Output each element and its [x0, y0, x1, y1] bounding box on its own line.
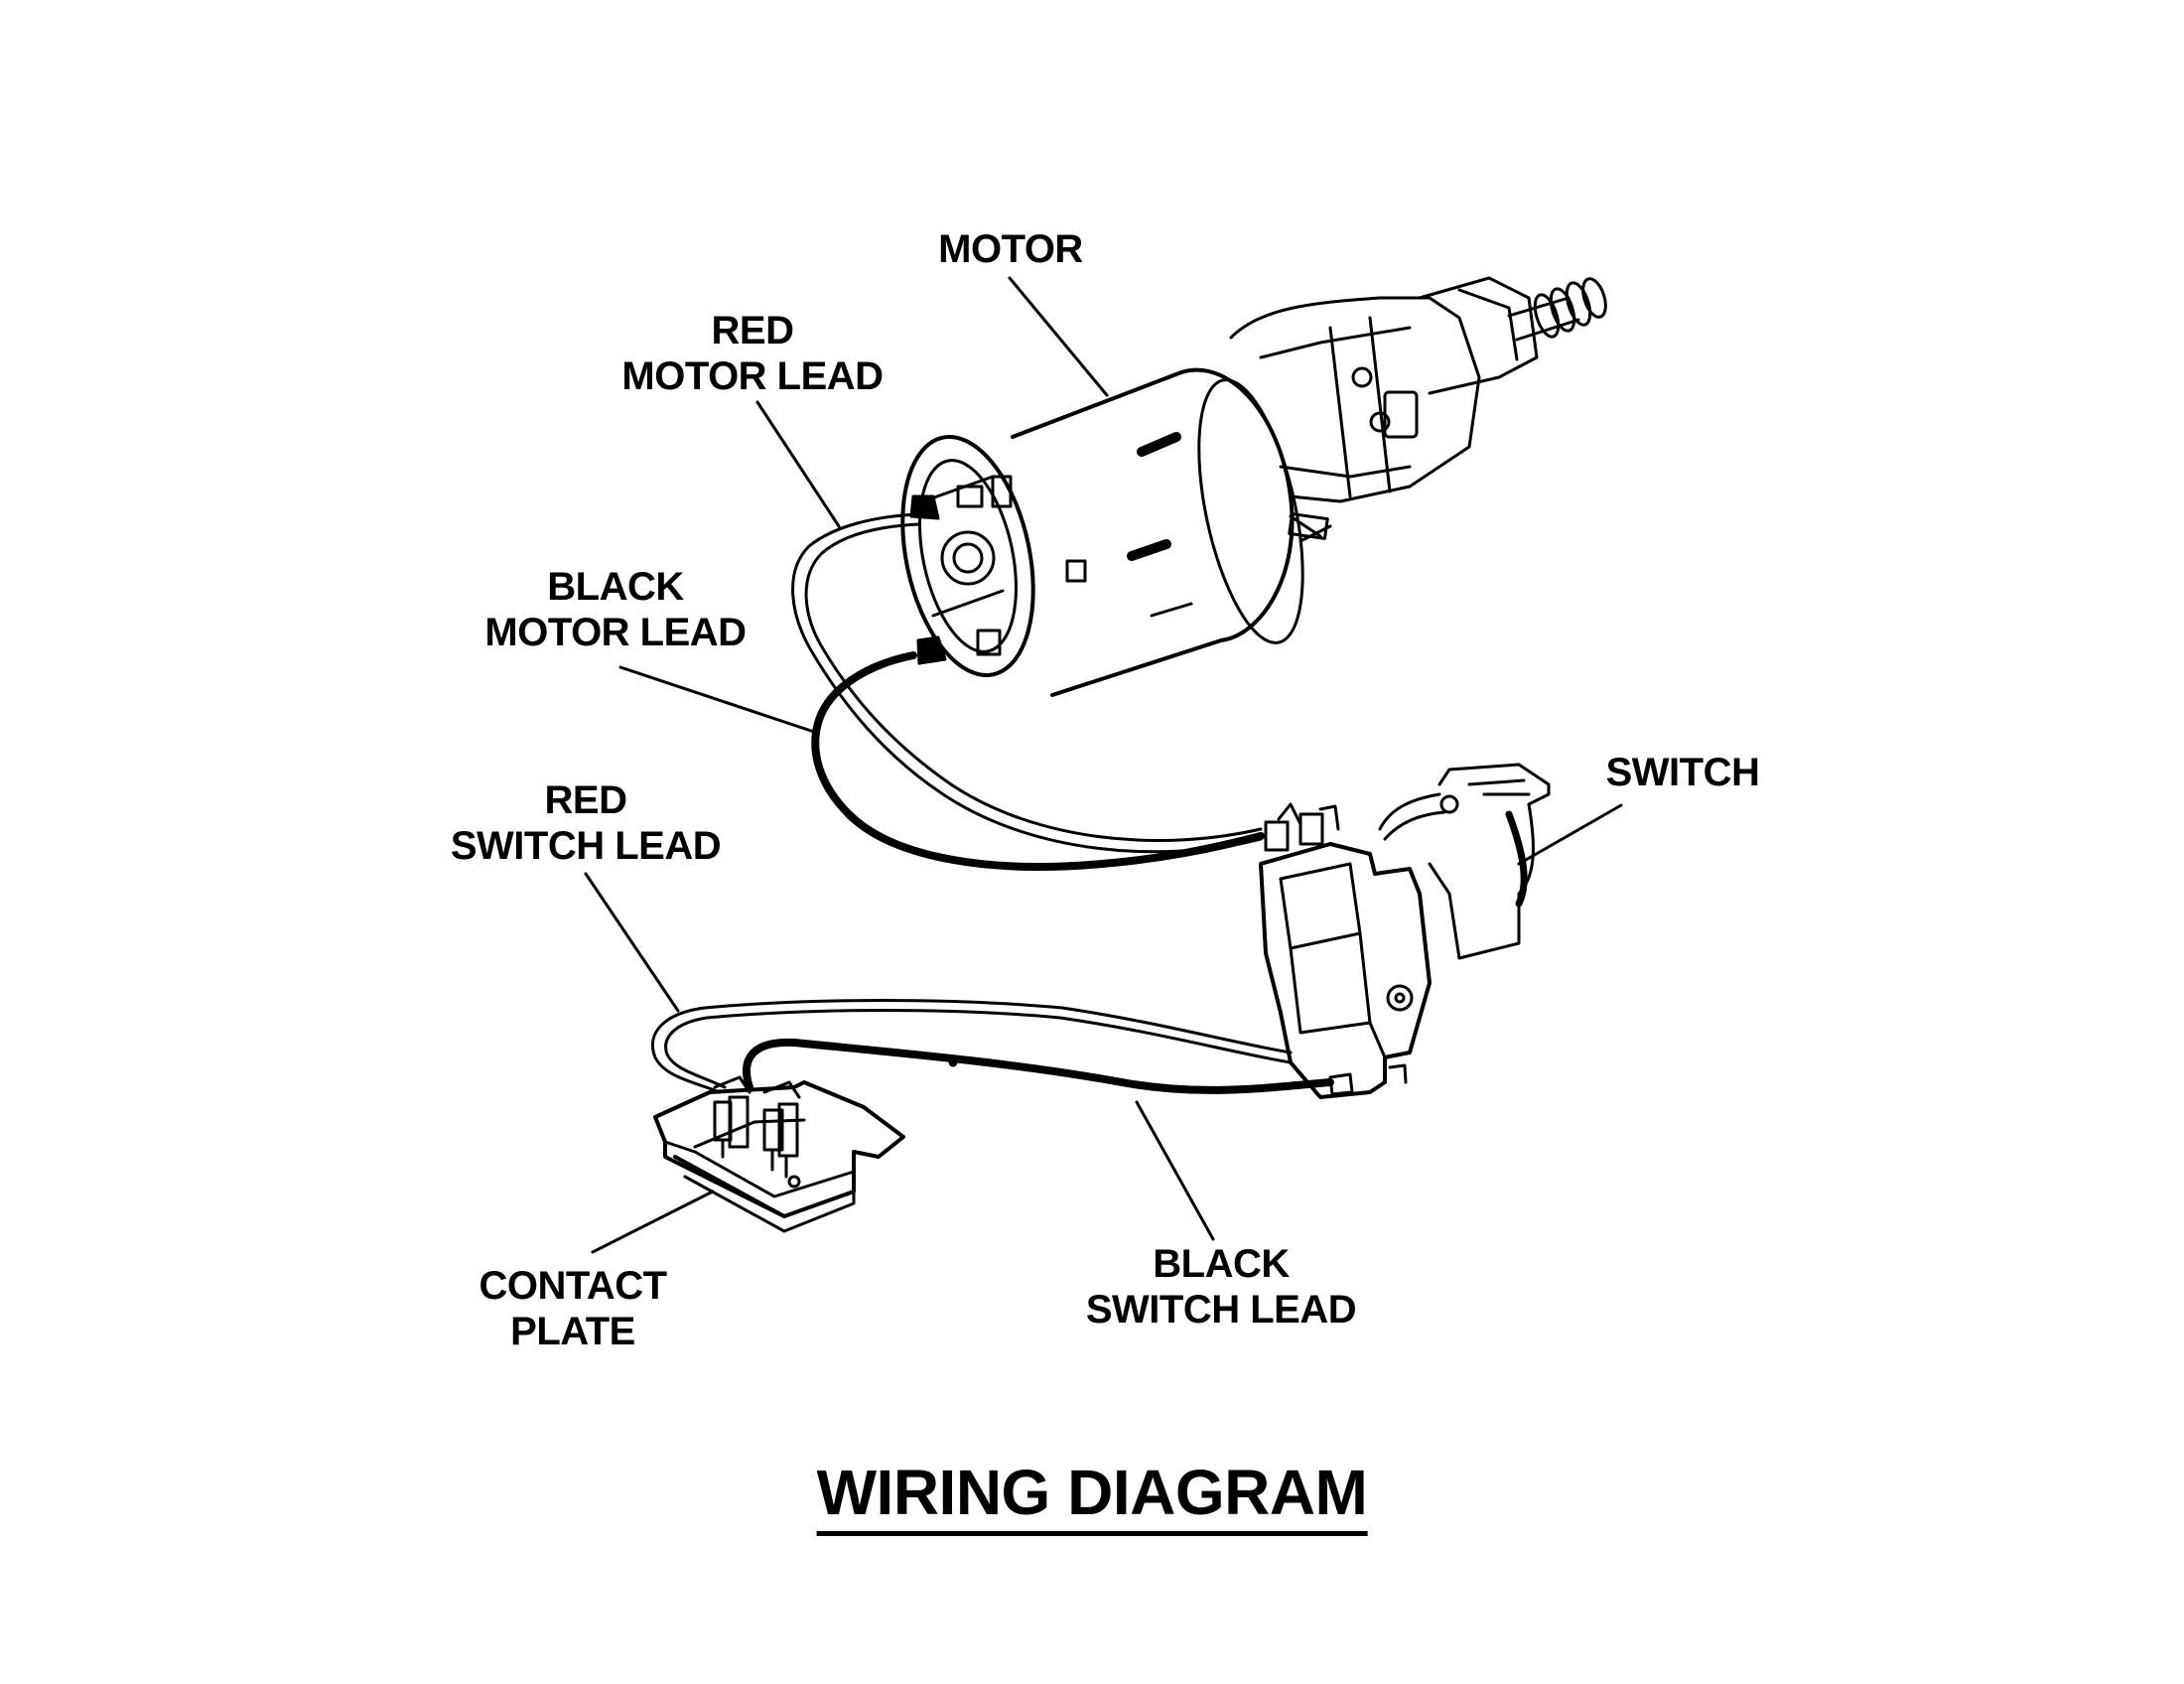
red-motor-wire: [791, 512, 1263, 854]
contact-plate-drawing: [653, 1075, 905, 1233]
leader-black-motor-lead: [618, 665, 816, 734]
black-motor-wire: [811, 651, 1265, 871]
switch-drawing: [1259, 763, 1551, 1099]
diagram-title: WIRING DIAGRAM: [816, 1458, 1368, 1536]
label-black-switch-lead: BLACK SWITCH LEAD: [1085, 1242, 1357, 1332]
leader-red-motor-lead: [755, 400, 841, 528]
leader-contact-plate: [591, 1190, 715, 1254]
motor-shaft: [1507, 277, 1607, 342]
label-switch: SWITCH: [1605, 751, 1760, 794]
leader-motor: [1008, 276, 1109, 397]
label-black-motor-lead: BLACK MOTOR LEAD: [484, 565, 747, 654]
label-motor: MOTOR: [938, 227, 1083, 271]
leader-black-switch-lead: [1135, 1100, 1215, 1241]
label-contact-plate: CONTACT PLATE: [478, 1264, 667, 1353]
motor-drawing: [900, 276, 1607, 697]
label-red-motor-lead: RED MOTOR LEAD: [621, 309, 884, 398]
black-switch-wire: [743, 1038, 1334, 1094]
leader-lines: [584, 276, 1623, 1254]
leader-red-switch-lead: [584, 872, 680, 1013]
red-switch-wire: [651, 999, 1293, 1094]
leader-switch: [1517, 803, 1623, 866]
label-red-switch-lead: RED SWITCH LEAD: [450, 778, 722, 868]
